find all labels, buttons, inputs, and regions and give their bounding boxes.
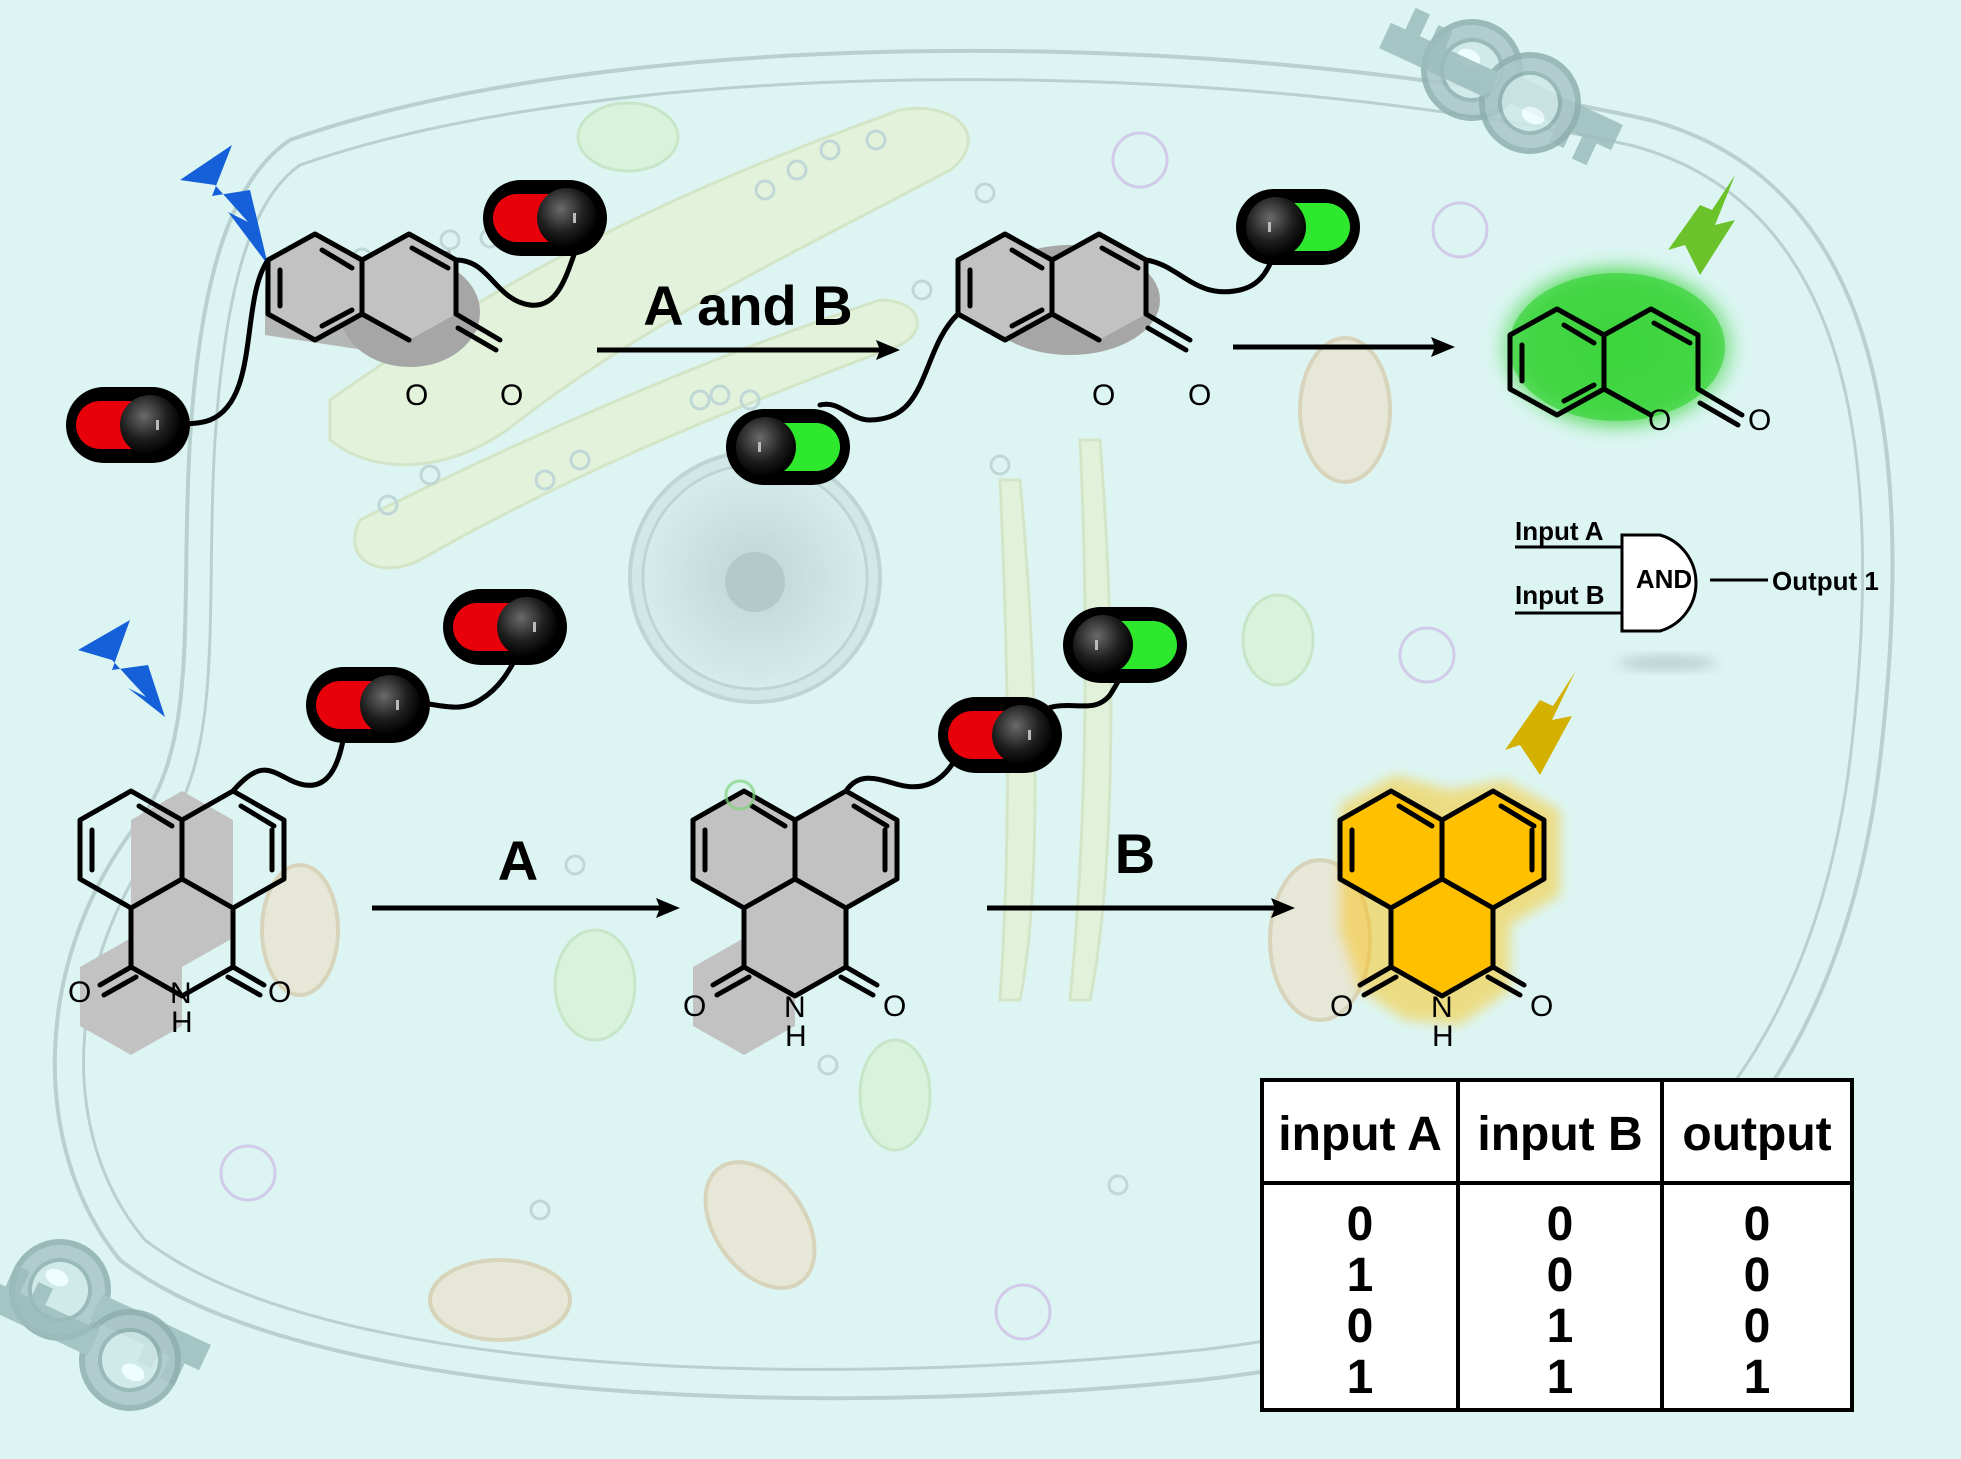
atom-o: O: [405, 379, 428, 412]
gate-input-a-label: Input A: [1515, 516, 1604, 546]
atom-h: H: [785, 1020, 807, 1053]
atom-n: N: [170, 977, 192, 1010]
gate-input-b-label: Input B: [1515, 580, 1605, 610]
atom-o: O: [1330, 990, 1353, 1023]
table-cell: 1: [1347, 1249, 1374, 1302]
table-cell: 0: [1347, 1300, 1374, 1353]
atom-o: O: [1530, 990, 1553, 1023]
atom-h: H: [1432, 1020, 1454, 1053]
table-cell: 0: [1547, 1198, 1574, 1251]
table-cell: 1: [1547, 1300, 1574, 1353]
atom-o: O: [1188, 379, 1211, 412]
naphthalimide-fluorophore: [1337, 775, 1560, 1025]
lightning-icon: [180, 145, 268, 265]
atom-o: O: [683, 990, 706, 1023]
table-cell: 0: [1744, 1249, 1771, 1302]
table-cell: 0: [1744, 1198, 1771, 1251]
table-cell: 0: [1547, 1249, 1574, 1302]
atom-n: N: [1431, 991, 1453, 1024]
table-cell: 1: [1347, 1351, 1374, 1404]
atom-n: N: [784, 991, 806, 1024]
atom-o: O: [268, 976, 291, 1009]
table-header-cell: output: [1682, 1108, 1831, 1161]
gate-output-label: Output 1: [1772, 566, 1879, 596]
atom-o: O: [500, 379, 523, 412]
atom-labels: O O O O O O O O N H O O N H O O N H: [68, 379, 1771, 1053]
atom-o: O: [1092, 379, 1115, 412]
atom-o: O: [1648, 404, 1671, 437]
table-cell: 0: [1347, 1198, 1374, 1251]
table-cell: 0: [1744, 1300, 1771, 1353]
table-header-cell: input B: [1477, 1108, 1642, 1161]
arrow-label-a-and-b: A and B: [643, 274, 852, 337]
table-header-cell: input A: [1278, 1108, 1442, 1161]
arrow-label-b: B: [1115, 822, 1155, 885]
table-cell: 1: [1744, 1351, 1771, 1404]
atom-o: O: [68, 976, 91, 1009]
lightning-icon: [1505, 672, 1575, 775]
lightning-icon: [78, 620, 165, 717]
gate-name: AND: [1636, 564, 1692, 594]
coumarin-fluorophore: [1492, 257, 1745, 437]
naphthalimide-intermediate: [690, 607, 1187, 1055]
atom-o: O: [883, 990, 906, 1023]
naphthalimide-probe-locked: [77, 589, 567, 1055]
cell-background: [52, 48, 1895, 1401]
and-gate: Input A Input B AND Output 1: [1515, 516, 1879, 670]
atom-h: H: [171, 1006, 193, 1039]
atom-o: O: [1748, 404, 1771, 437]
coumarin-probe-unlocked: [726, 189, 1360, 485]
arrow-label-a: A: [498, 829, 538, 892]
coumarin-probe-locked: [66, 180, 607, 463]
table-cell: 1: [1547, 1351, 1574, 1404]
reaction-arrows: [372, 337, 1455, 918]
lightning-icon: [1668, 175, 1735, 275]
